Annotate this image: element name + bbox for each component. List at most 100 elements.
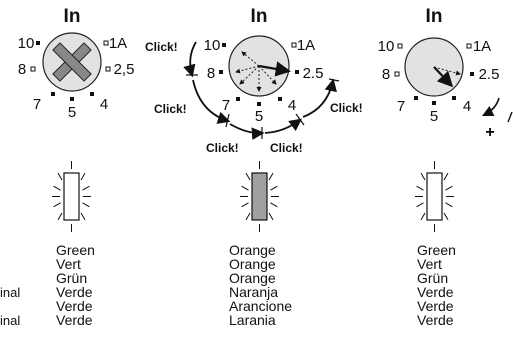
- click-label-2: Click!: [154, 102, 187, 116]
- dial-1-cross-pointer: [52, 42, 92, 82]
- flash-ray: [416, 185, 424, 191]
- dial-1-label-25: 2,5: [114, 61, 135, 78]
- click-arrow-4: [264, 118, 303, 134]
- dial-3-label-4: 4: [463, 98, 471, 115]
- indicator-1-lamp: [63, 172, 80, 221]
- dial-2-label-5: 5: [255, 108, 263, 125]
- flash-ray: [53, 185, 61, 191]
- dial-3-label-1a: 1A: [473, 38, 491, 55]
- click-tick-5: [328, 78, 340, 82]
- dial-3-marker-5: [432, 101, 436, 105]
- color-list-3-item: Verde: [417, 298, 454, 314]
- flash-ray: [445, 185, 453, 191]
- dial-3-marker-8: [394, 71, 400, 77]
- dial-2-marker-8: [219, 70, 223, 74]
- dial-3-arrow: [481, 97, 500, 117]
- click-label-1: Click!: [145, 40, 178, 54]
- dial-3-plus-sign: +: [485, 124, 494, 141]
- dial-2-marker-1a: [291, 42, 297, 48]
- color-list-2-item: Orange: [229, 242, 276, 258]
- flash-ray: [80, 212, 86, 221]
- click-arrow-1: [183, 41, 197, 78]
- dial-2-marker-7: [236, 97, 240, 101]
- click-tick-2: [225, 113, 230, 128]
- flash-ray: [268, 212, 274, 221]
- indicator-1: [52, 161, 91, 232]
- dial-1-label-7: 7: [33, 96, 41, 113]
- indicator-3: [415, 161, 454, 232]
- dial-2-pointer-sweep: [235, 51, 277, 92]
- color-list-1-item: Grün: [56, 270, 87, 286]
- color-list-1-item: Verde: [56, 284, 93, 300]
- indicator-1-flash-rays: [52, 161, 91, 232]
- dial-1-label-5: 5: [68, 104, 76, 121]
- dial-1-label-1a: 1A: [109, 35, 127, 52]
- color-list-3-item: Grün: [417, 270, 448, 286]
- dial-2-marker-10: [222, 43, 226, 47]
- dial-3-label-8: 8: [382, 66, 390, 83]
- dial-2-marker-5: [257, 102, 261, 106]
- dial-1-marker-5: [70, 97, 74, 101]
- dial-2-label-25: 2.5: [303, 65, 324, 82]
- dial-1-marker-10: [36, 41, 40, 45]
- color-list-2: Orange Orange Orange Naranja Arancione L…: [229, 242, 292, 328]
- color-list-3: Green Vert Grün Verde Verde Verde: [417, 242, 456, 328]
- dial-3-label-10: 10: [378, 38, 395, 55]
- flash-ray: [57, 172, 63, 181]
- indicator-3-lamp: [426, 172, 443, 221]
- click-label-4: Click!: [270, 141, 303, 155]
- flash-ray: [53, 202, 61, 208]
- flash-ray: [443, 172, 449, 181]
- flash-ray: [420, 212, 426, 221]
- color-list-2-item: Orange: [229, 256, 276, 272]
- click-label-3: Click!: [206, 141, 239, 155]
- dial-3-marker-1a: [466, 43, 472, 49]
- click-arrow-3: [229, 123, 265, 140]
- dial-2-label-8: 8: [207, 65, 215, 82]
- color-list-1-item: Green: [56, 242, 95, 258]
- dial-1-marker-25: [105, 66, 111, 72]
- dial-2-marker-4: [278, 97, 282, 101]
- flash-ray: [241, 202, 249, 208]
- flash-ray: [443, 212, 449, 221]
- color-list-1-item: Vert: [56, 256, 81, 272]
- dial-3-marker-25: [470, 72, 474, 76]
- color-list-3-item: Verde: [417, 284, 454, 300]
- color-list-1-item: Verde: [56, 298, 93, 314]
- flash-ray: [245, 212, 251, 221]
- dial-1: In 10 1A 8 2,5 7 5 4: [18, 6, 135, 121]
- dial-3-label-7: 7: [397, 98, 405, 115]
- dial-3-label-25: 2.5: [479, 66, 500, 83]
- dial-3-heading: In: [426, 6, 443, 27]
- dial-1-label-4: 4: [100, 96, 108, 113]
- dial-1-heading: In: [64, 6, 81, 27]
- dial-2-pointer: [258, 61, 292, 77]
- dial-3-pointer-sweep: [433, 66, 461, 76]
- color-list-3-item: Vert: [417, 256, 442, 272]
- click-arrow-2: [192, 79, 231, 124]
- dial-2-marker-25: [295, 70, 299, 74]
- color-list-3-item: Verde: [417, 312, 454, 328]
- flash-ray: [268, 172, 274, 181]
- dial-2-label-4: 4: [288, 97, 296, 114]
- dial-3-marker-10: [397, 43, 403, 49]
- dial-2-click-arrows: [183, 41, 340, 140]
- flash-ray: [82, 185, 90, 191]
- flash-ray: [245, 172, 251, 181]
- side-label-2: inal: [0, 313, 20, 328]
- indicator-2-glow-rays: [240, 161, 279, 232]
- dial-3: In 10 1A 8 2.5 7 5 4 +: [378, 6, 513, 141]
- dial-1-marker-4: [90, 92, 94, 96]
- flash-ray: [80, 172, 86, 181]
- dial-3-label-5: 5: [430, 108, 438, 125]
- flash-ray: [82, 202, 90, 208]
- click-tick-4: [295, 113, 305, 126]
- color-list-2-item: Orange: [229, 270, 276, 286]
- click-label-5: Click!: [330, 101, 363, 115]
- dial-3-arrow-tail: [507, 111, 513, 123]
- side-label-1: inal: [0, 285, 20, 300]
- dial-2: In 10 1A 8 2.5 7 5 4: [145, 6, 363, 155]
- dial-1-marker-1a: [103, 40, 109, 46]
- color-list-3-item: Green: [417, 242, 456, 258]
- flash-ray: [270, 185, 278, 191]
